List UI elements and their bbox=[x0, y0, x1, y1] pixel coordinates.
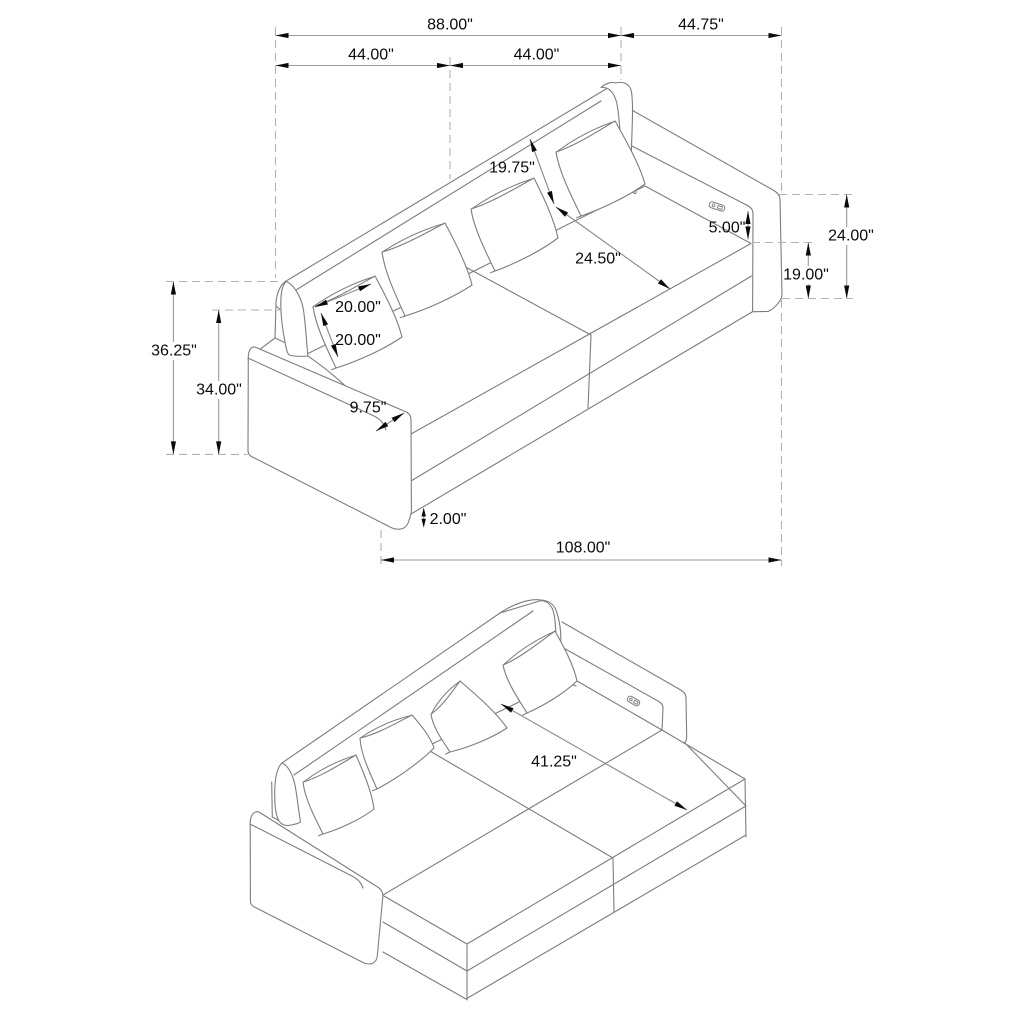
svg-text:2.00": 2.00" bbox=[430, 511, 467, 528]
svg-text:19.00": 19.00" bbox=[783, 267, 829, 284]
svg-text:5.00": 5.00" bbox=[709, 220, 746, 237]
svg-text:19.75": 19.75" bbox=[489, 160, 535, 177]
svg-text:108.00": 108.00" bbox=[556, 540, 611, 557]
svg-text:44.00": 44.00" bbox=[514, 47, 560, 64]
svg-text:88.00": 88.00" bbox=[427, 17, 473, 34]
svg-text:34.00": 34.00" bbox=[196, 382, 242, 399]
svg-text:20.00": 20.00" bbox=[335, 332, 381, 349]
svg-text:36.25": 36.25" bbox=[151, 343, 197, 360]
svg-text:44.75": 44.75" bbox=[678, 17, 724, 34]
svg-text:24.00": 24.00" bbox=[828, 228, 874, 245]
svg-text:24.50": 24.50" bbox=[575, 251, 621, 268]
svg-text:41.25": 41.25" bbox=[531, 754, 577, 771]
svg-text:20.00": 20.00" bbox=[335, 299, 381, 316]
svg-text:44.00": 44.00" bbox=[348, 47, 394, 64]
svg-text:9.75": 9.75" bbox=[350, 400, 387, 417]
